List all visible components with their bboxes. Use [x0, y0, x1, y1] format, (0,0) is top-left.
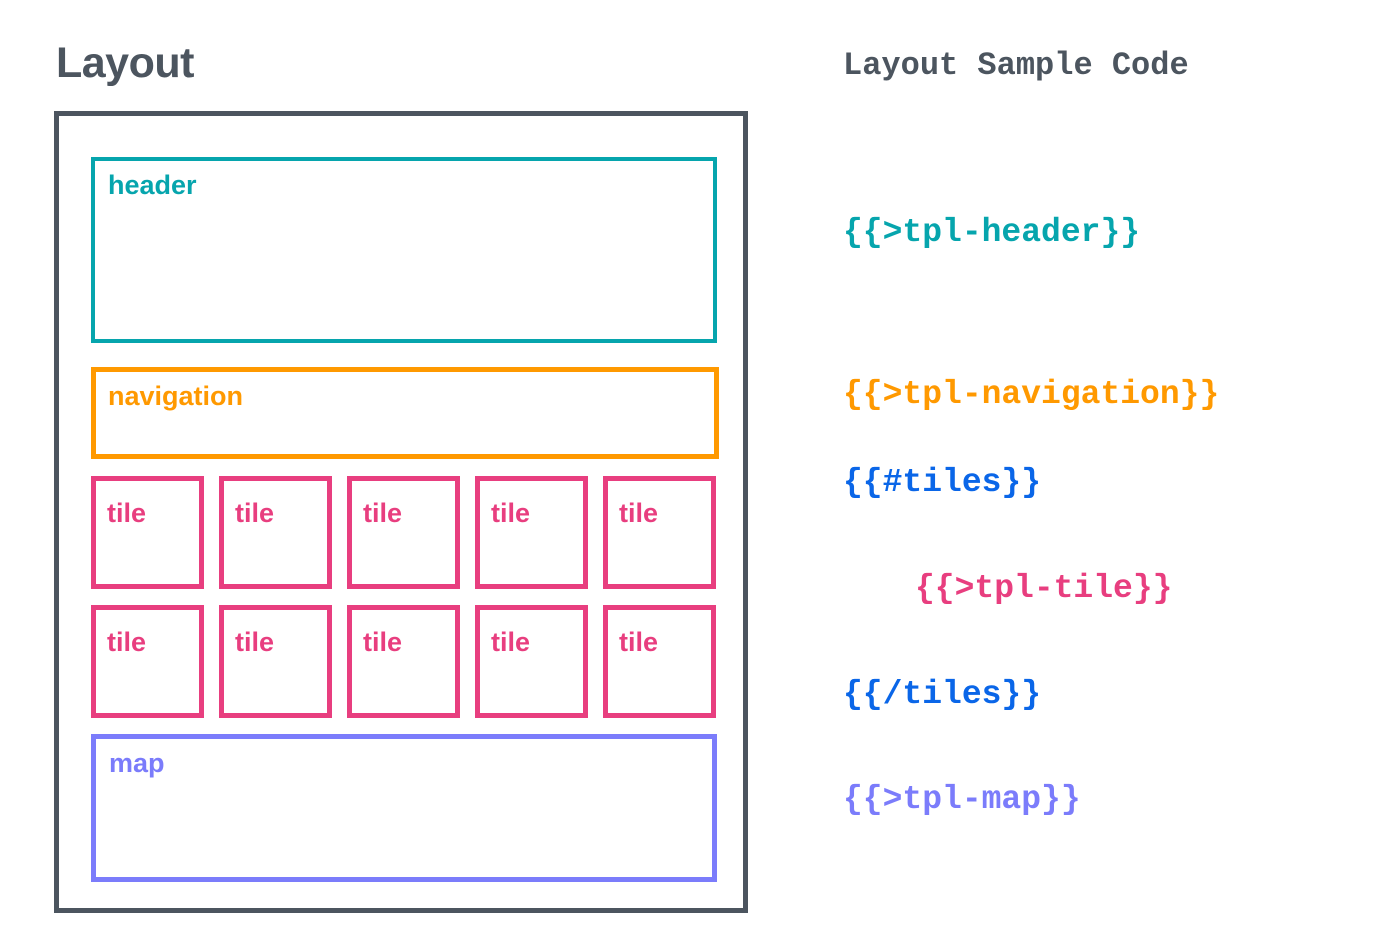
code-line-tiles-open: {{#tiles}} — [843, 464, 1042, 501]
code-panel-title: Layout Sample Code — [843, 47, 1189, 84]
tile-label: tile — [235, 498, 275, 528]
layout-frame: header navigation tile tile tile tile — [54, 111, 748, 913]
tile-item[interactable]: tile — [603, 476, 716, 589]
tile-item[interactable]: tile — [475, 605, 588, 718]
tile-label: tile — [363, 627, 403, 657]
tile-item[interactable]: tile — [347, 476, 460, 589]
code-line-tpl-map: {{>tpl-map}} — [843, 781, 1081, 818]
tile-item[interactable]: tile — [91, 476, 204, 589]
tile-item[interactable]: tile — [219, 605, 332, 718]
region-map[interactable]: map — [91, 734, 717, 882]
region-map-label: map — [109, 748, 165, 778]
code-line-tiles-close: {{/tiles}} — [843, 676, 1042, 713]
region-navigation[interactable]: navigation — [91, 367, 719, 459]
diagram-title: Layout — [56, 39, 194, 87]
region-header-label: header — [108, 170, 197, 200]
tile-label: tile — [619, 627, 659, 657]
layout-diagram-panel: Layout header navigation tile tile tile … — [54, 39, 748, 913]
code-line-tpl-header: {{>tpl-header}} — [843, 214, 1141, 251]
tile-item[interactable]: tile — [347, 605, 460, 718]
tile-label: tile — [107, 498, 147, 528]
tile-label: tile — [107, 627, 147, 657]
tile-row: tile tile tile tile tile — [91, 476, 717, 589]
tile-item[interactable]: tile — [219, 476, 332, 589]
tile-label: tile — [491, 627, 531, 657]
code-line-tpl-navigation: {{>tpl-navigation}} — [843, 376, 1220, 413]
tile-label: tile — [235, 627, 275, 657]
region-header[interactable]: header — [91, 157, 717, 343]
region-navigation-label: navigation — [108, 381, 244, 411]
tile-row: tile tile tile tile tile — [91, 605, 717, 718]
tile-item[interactable]: tile — [603, 605, 716, 718]
tile-item[interactable]: tile — [475, 476, 588, 589]
tile-label: tile — [619, 498, 659, 528]
tile-item[interactable]: tile — [91, 605, 204, 718]
tile-label: tile — [363, 498, 403, 528]
sample-code-panel: Layout Sample Code {{>tpl-header}} {{>tp… — [800, 0, 1373, 951]
tile-grid: tile tile tile tile tile tile — [91, 476, 717, 718]
tile-label: tile — [491, 498, 531, 528]
code-line-tpl-tile: {{>tpl-tile}} — [915, 570, 1173, 607]
